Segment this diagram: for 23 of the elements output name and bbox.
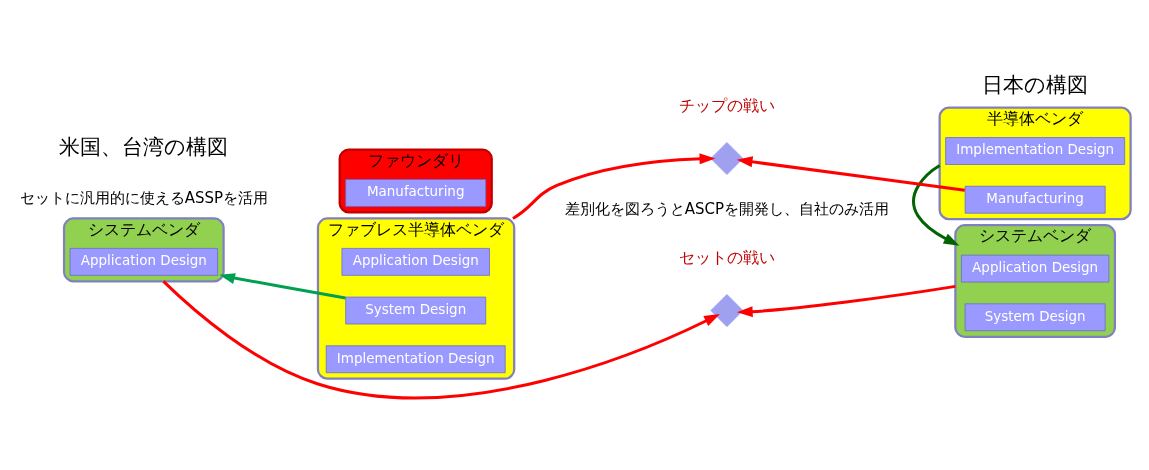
arrow xyxy=(912,164,960,246)
label: 米国、台湾の構図 xyxy=(59,134,229,159)
node-box: System Design xyxy=(345,296,487,325)
node-box: Implementation Design xyxy=(945,137,1126,165)
node-box: System Design xyxy=(964,303,1106,332)
node-box: Implementation Design xyxy=(325,345,506,374)
arrow xyxy=(162,280,720,400)
node-label: セットの戦い xyxy=(678,248,775,268)
label: 日本の構図 xyxy=(982,72,1089,97)
node-cross xyxy=(710,142,744,175)
node-box: Manufacturing xyxy=(964,185,1106,214)
node-box: Manufacturing xyxy=(345,179,487,207)
node-box: Application Design xyxy=(69,248,218,276)
node-label: チップの戦い xyxy=(678,96,775,116)
label: 差別化を図ろうとASCPを開発し、自社のみ活用 xyxy=(564,199,890,218)
arrow xyxy=(736,156,965,192)
node-box: Application Design xyxy=(961,254,1110,283)
arrow xyxy=(736,284,956,318)
arrow xyxy=(512,153,716,220)
arrow xyxy=(219,273,346,300)
node-box: Application Design xyxy=(341,248,490,276)
label: セットに汎用的に使えるASSPを活用 xyxy=(19,188,268,207)
node-cross xyxy=(710,294,744,328)
